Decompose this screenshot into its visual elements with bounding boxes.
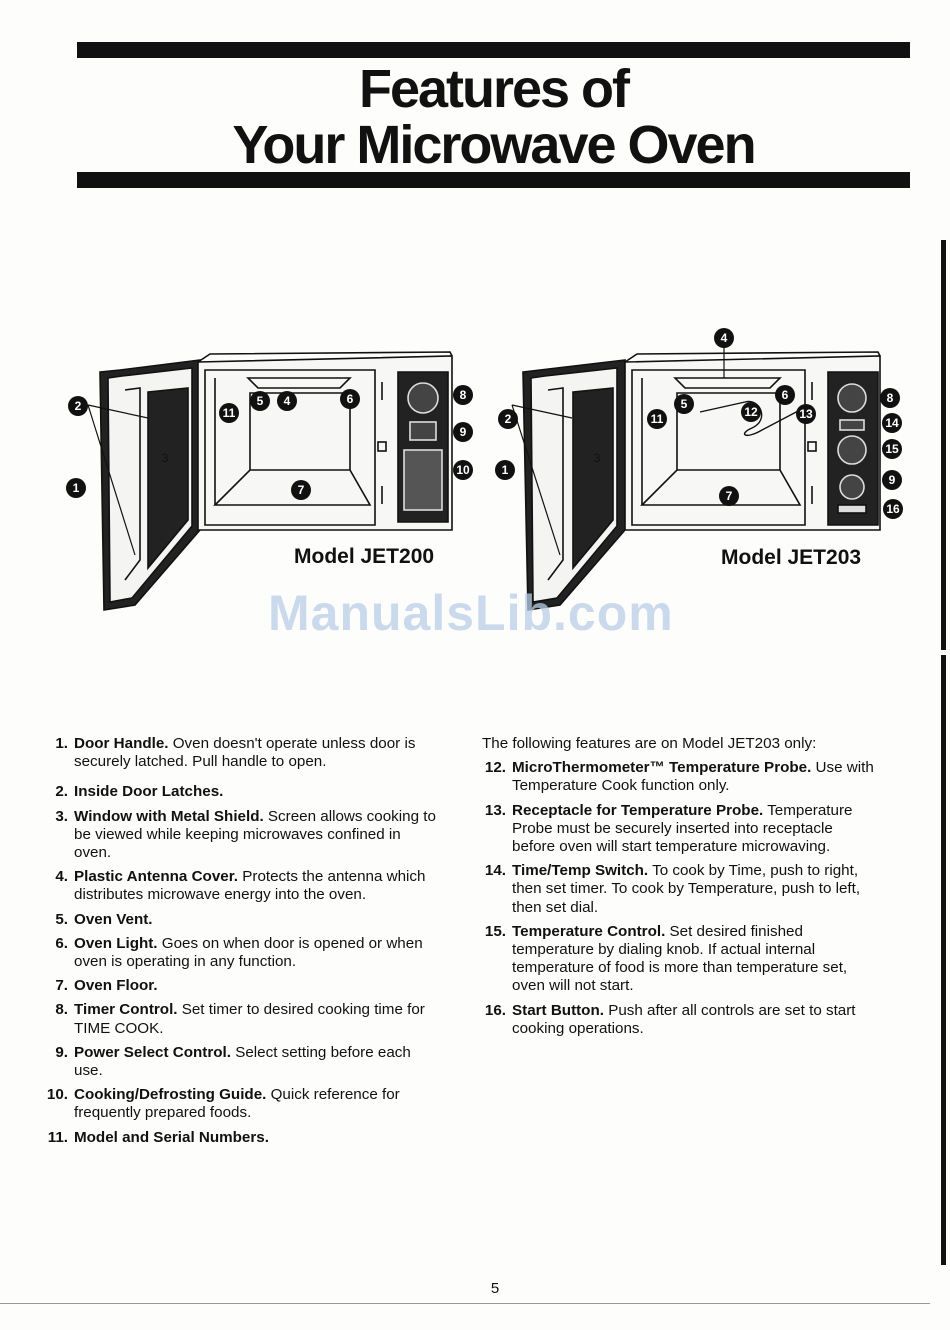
window-label: 3 xyxy=(594,451,601,465)
callout-markers-right: 1 2 4 5 6 11 12 13 7 8 14 15 9 16 3 xyxy=(495,328,903,519)
callout-9: 9 xyxy=(460,425,467,439)
callout-1: 1 xyxy=(73,481,80,495)
window-label: 3 xyxy=(162,451,169,465)
list-item: 12.MicroThermometer™ Temperature Probe. … xyxy=(484,759,874,795)
footer-rule xyxy=(0,1303,930,1304)
callout-markers-left: 1 2 5 4 6 11 7 8 9 10 3 xyxy=(66,385,473,500)
callout-4: 4 xyxy=(721,331,728,345)
features-list-right: The following features are on Model JET2… xyxy=(482,735,878,1044)
callout-14: 14 xyxy=(885,416,899,430)
model-label-jet200: Model JET200 xyxy=(294,545,435,568)
list-item: 1.Door Handle. Oven doesn't operate unle… xyxy=(55,735,416,771)
watermark: ManualsLib.com xyxy=(268,585,674,641)
list-item: 11.Model and Serial Numbers. xyxy=(47,1128,269,1146)
features-intro: The following features are on Model JET2… xyxy=(482,735,817,752)
callout-4: 4 xyxy=(284,394,291,408)
callout-5: 5 xyxy=(681,397,688,411)
model-label-jet203: Model JET203 xyxy=(721,546,862,569)
header-rule-bottom xyxy=(77,172,910,188)
callout-11: 11 xyxy=(651,412,664,426)
features-list-left: 1.Door Handle. Oven doesn't operate unle… xyxy=(44,735,440,1153)
page-title-line1: Features of xyxy=(358,59,630,119)
callout-13: 13 xyxy=(799,407,813,421)
header-rule-top xyxy=(77,42,910,58)
callout-2: 2 xyxy=(75,399,82,413)
callout-7: 7 xyxy=(298,483,305,497)
callout-11: 11 xyxy=(223,406,236,420)
callout-12: 12 xyxy=(744,405,758,419)
oven-jet203-illustration xyxy=(511,346,881,611)
list-item: 5.Oven Vent. xyxy=(55,910,153,928)
list-item: 10.Cooking/Defrosting Guide. Quick refer… xyxy=(46,1086,400,1122)
callout-15: 15 xyxy=(885,442,899,456)
list-item: 15.Temperature Control. Set desired fini… xyxy=(484,922,848,995)
callout-2: 2 xyxy=(505,412,512,426)
list-item: 8.Timer Control. Set timer to desired co… xyxy=(55,1001,425,1037)
oven-illustrations: 1 2 5 4 6 11 7 8 9 10 3 1 2 4 5 6 11 12 … xyxy=(66,328,903,611)
list-item: 3.Window with Metal Shield. Screen allow… xyxy=(55,807,436,862)
list-item: 9.Power Select Control. Select setting b… xyxy=(55,1043,411,1080)
list-item: 16.Start Button. Push after all controls… xyxy=(484,1001,856,1037)
callout-9: 9 xyxy=(889,473,896,487)
list-item: 14.Time/Temp Switch. To cook by Time, pu… xyxy=(484,862,861,916)
scan-edge-mark xyxy=(941,655,946,1265)
callout-16: 16 xyxy=(886,502,900,516)
callout-7: 7 xyxy=(726,489,733,503)
callout-6: 6 xyxy=(782,388,789,402)
list-item: 4.Plastic Antenna Cover. Protects the an… xyxy=(55,868,426,904)
list-item: 2.Inside Door Latches. xyxy=(55,783,224,801)
page-number: 5 xyxy=(490,1280,500,1297)
callout-8: 8 xyxy=(460,388,467,402)
callout-10: 10 xyxy=(456,463,470,477)
callout-5: 5 xyxy=(257,394,264,408)
list-item: 13.Receptacle for Temperature Probe. Tem… xyxy=(484,801,853,856)
callout-1: 1 xyxy=(502,463,509,477)
oven-jet200-illustration xyxy=(87,351,453,611)
page-title-line2: Your Microwave Oven xyxy=(232,115,756,175)
list-item: 6.Oven Light. Goes on when door is opene… xyxy=(55,934,423,971)
callout-8: 8 xyxy=(887,391,894,405)
callout-6: 6 xyxy=(347,392,354,406)
list-item: 7.Oven Floor. xyxy=(55,977,158,995)
scan-edge-mark xyxy=(941,240,946,650)
